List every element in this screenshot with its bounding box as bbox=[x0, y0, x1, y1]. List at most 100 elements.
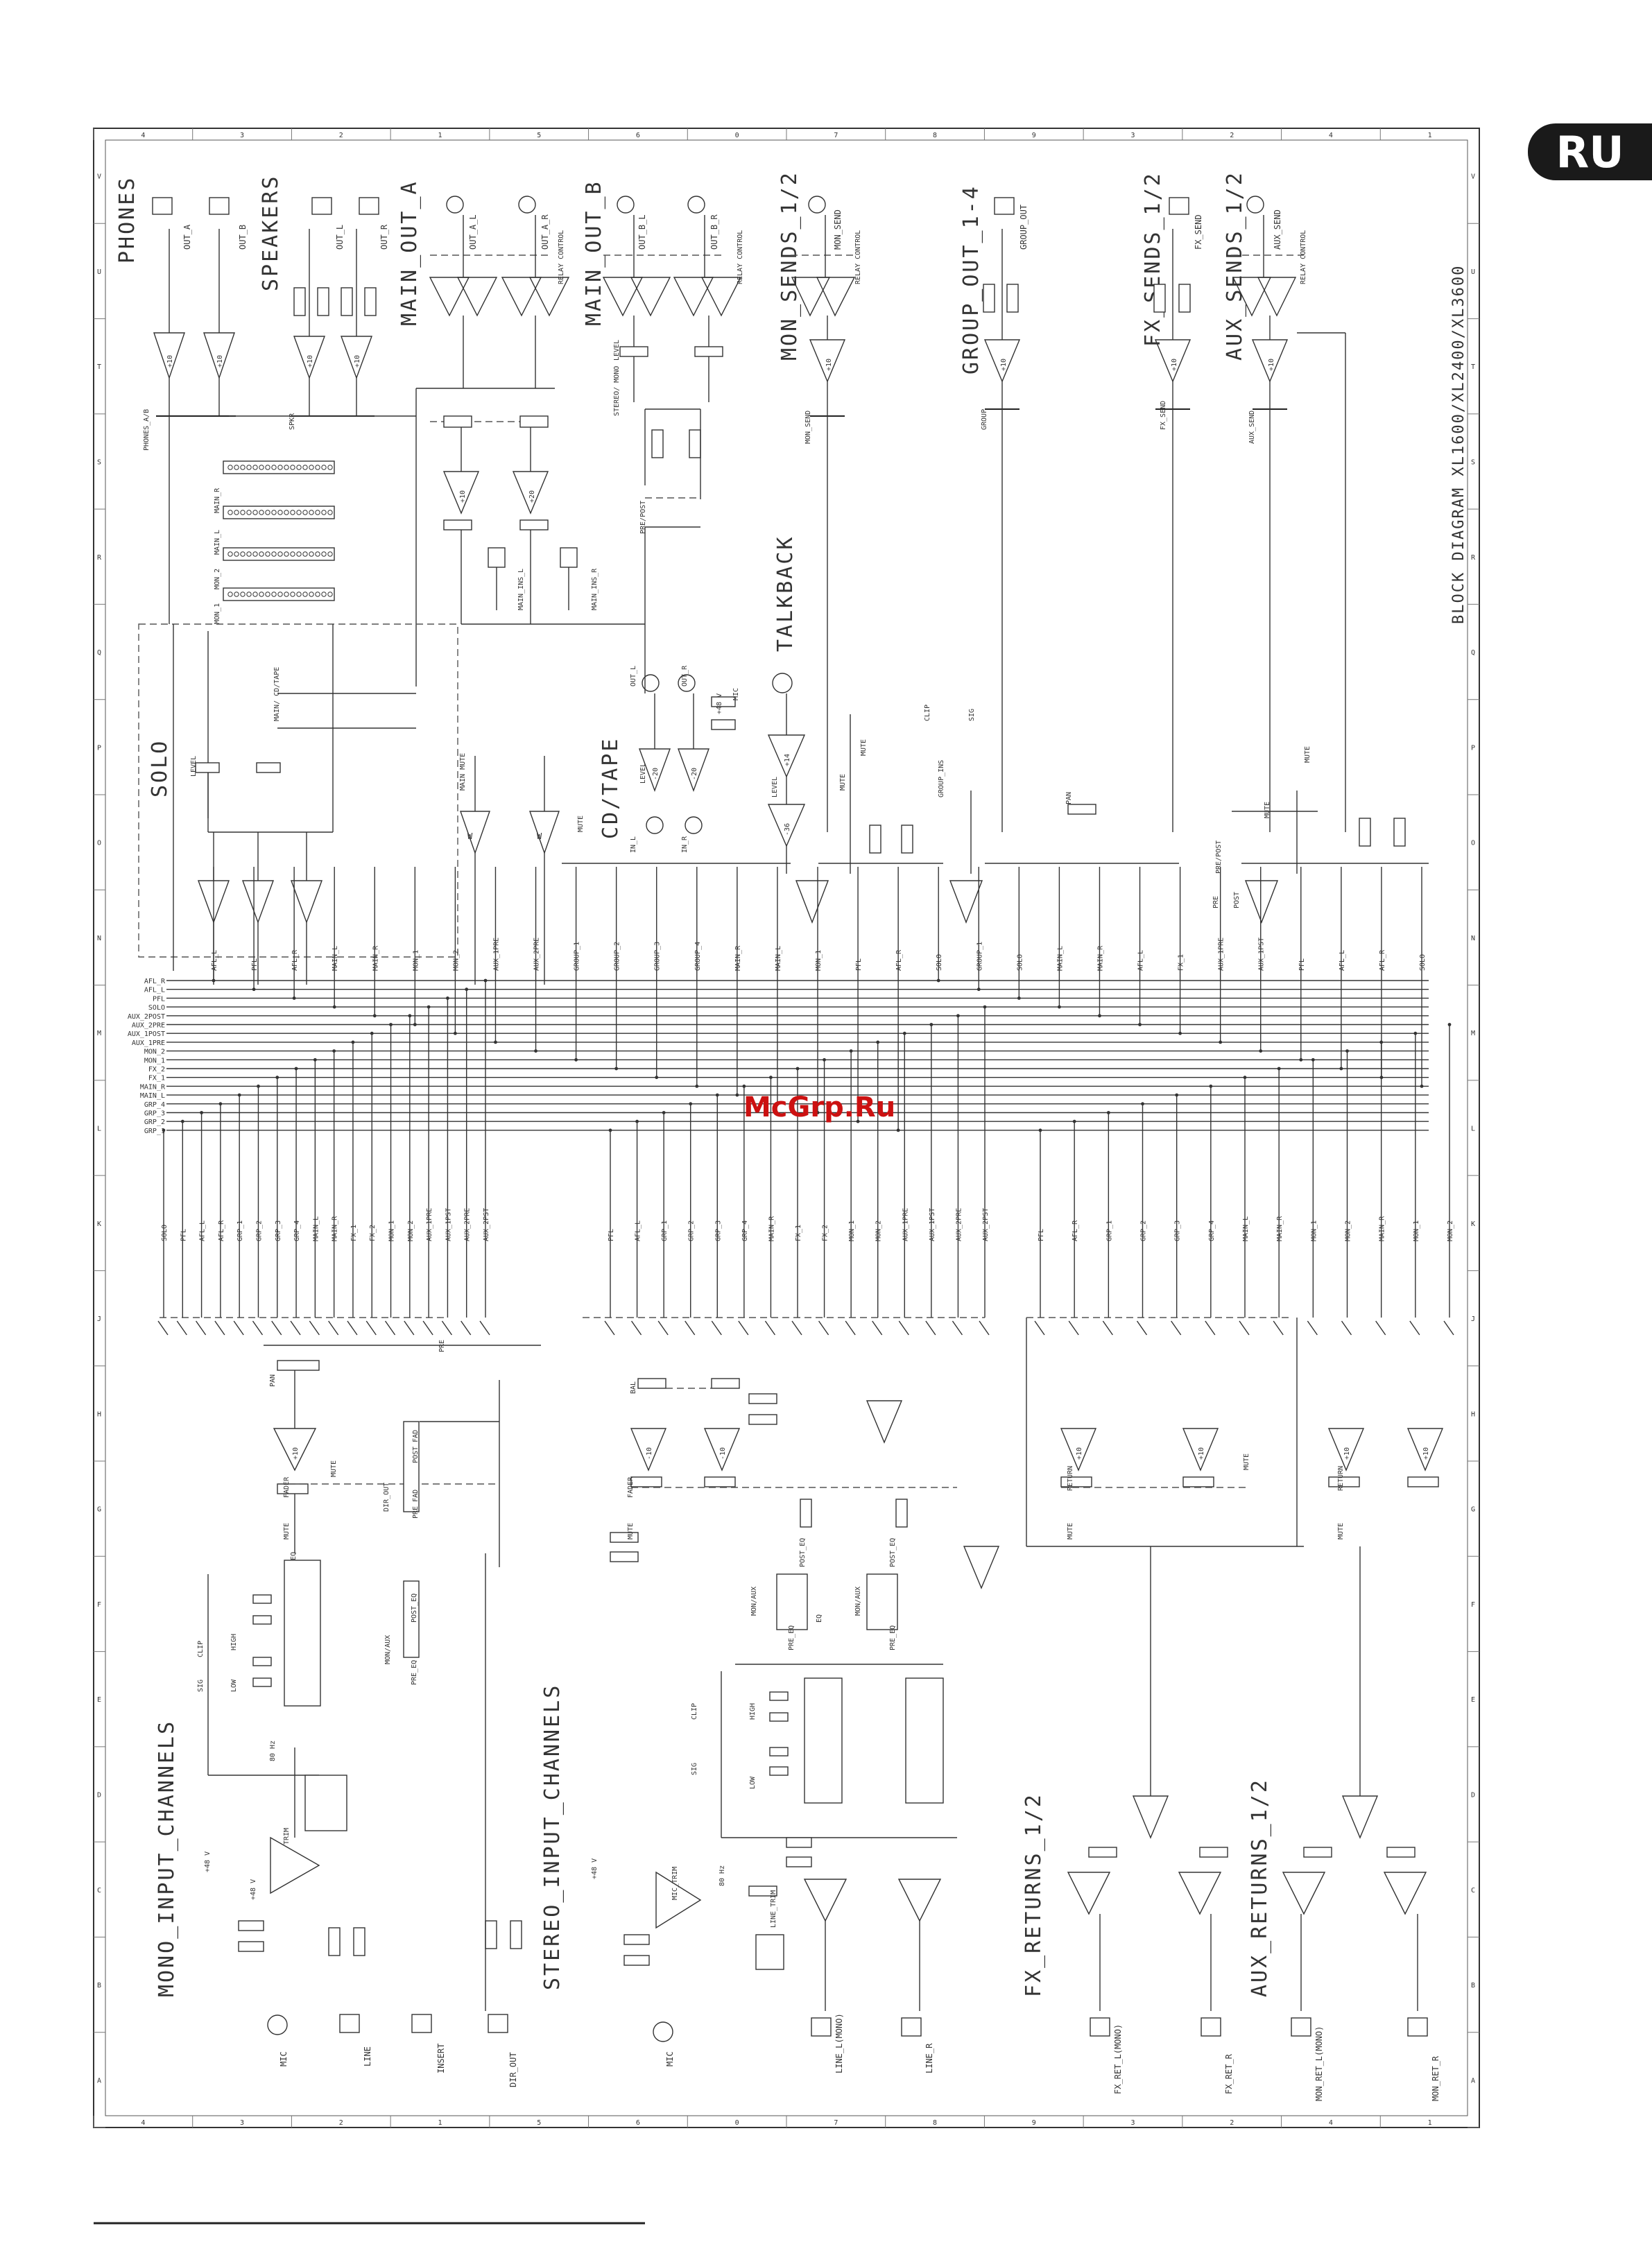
grid-column-label: 7 bbox=[834, 2119, 838, 2127]
grid-row-label: L bbox=[97, 1125, 101, 1133]
tap-switch bbox=[925, 1320, 936, 1336]
svg-text:PRE_EQ: PRE_EQ bbox=[788, 1625, 795, 1650]
tap-node bbox=[635, 1119, 639, 1123]
tap-switch bbox=[290, 1320, 301, 1336]
grid-row-label: P bbox=[1471, 744, 1475, 752]
title-group-out: GROUP_OUT_1-4 bbox=[959, 184, 983, 374]
led-dot bbox=[227, 551, 233, 557]
tap-switch bbox=[157, 1320, 169, 1336]
grid-column-label: 2 bbox=[339, 2119, 343, 2127]
led-dot bbox=[302, 551, 308, 557]
tap-node bbox=[162, 1128, 166, 1132]
svg-text:RELAY CONTROL: RELAY CONTROL bbox=[854, 230, 862, 284]
led-dot bbox=[327, 510, 333, 515]
led-dot bbox=[277, 510, 283, 515]
svg-text:RETURN: RETURN bbox=[1067, 1466, 1074, 1491]
tap-node bbox=[1098, 1014, 1101, 1018]
tap-switch bbox=[422, 1320, 433, 1336]
top-tap-label: AUX_1PRE bbox=[1218, 938, 1225, 971]
led-dot bbox=[309, 510, 314, 515]
grid-ticks bbox=[93, 128, 1479, 2128]
grid-column-label: 5 bbox=[537, 132, 541, 139]
svg-text:STEREO/ MONO: STEREO/ MONO bbox=[613, 366, 621, 416]
tap-switch bbox=[1375, 1320, 1386, 1336]
lower-tap-label: MON_1 bbox=[1413, 1220, 1420, 1241]
led-dot bbox=[259, 465, 264, 470]
tap-switch bbox=[1409, 1320, 1420, 1336]
led-dot bbox=[321, 465, 327, 470]
svg-text:AUX_SEND: AUX_SEND bbox=[1248, 411, 1256, 444]
grid-column-label: 2 bbox=[339, 132, 343, 139]
lower-tap-label: MON_2 bbox=[407, 1220, 415, 1241]
tap-switch bbox=[872, 1320, 883, 1336]
led-dot bbox=[252, 465, 258, 470]
svg-text:CLIP: CLIP bbox=[691, 1703, 698, 1720]
tap-node bbox=[1243, 1076, 1247, 1080]
tap-node bbox=[389, 1023, 393, 1026]
tap-switch bbox=[347, 1320, 358, 1336]
svg-text:MAIN_L: MAIN_L bbox=[214, 530, 221, 555]
tap-switch bbox=[604, 1320, 615, 1336]
tap-node bbox=[1379, 1040, 1384, 1044]
grid-row-label: R bbox=[97, 554, 102, 562]
lower-tap-label: AFL_R bbox=[218, 1220, 225, 1241]
tap-node bbox=[735, 1093, 739, 1097]
grid-row-label: A bbox=[97, 2077, 101, 2085]
svg-text:+14: +14 bbox=[784, 754, 791, 766]
tap-switch bbox=[271, 1320, 282, 1336]
grid-row-label: G bbox=[97, 1506, 101, 1514]
grid-row-label: B bbox=[97, 1982, 101, 1990]
led-dot bbox=[302, 592, 308, 597]
lower-tap-label: GRP_3 bbox=[714, 1220, 722, 1241]
grid-column-label: 9 bbox=[1032, 132, 1036, 139]
bus-label-aux_1post: AUX_1POST bbox=[128, 1030, 165, 1038]
grid-column-label: 8 bbox=[933, 2119, 937, 2127]
bus-label-fx_2: FX_2 bbox=[148, 1066, 165, 1073]
svg-text:POST_FAD: POST_FAD bbox=[412, 1430, 420, 1463]
bus-labels: AFL_RAFL_LPFLSOLOAUX_2POSTAUX_2PREAUX_1P… bbox=[128, 978, 166, 1135]
grid-row-label: S bbox=[1471, 459, 1475, 467]
led-dot bbox=[327, 465, 333, 470]
svg-text:PRE/POST: PRE/POST bbox=[639, 501, 647, 534]
svg-text:MON/AUX: MON/AUX bbox=[854, 1587, 862, 1616]
svg-text:+10: +10 bbox=[292, 1447, 300, 1460]
label-group-out: GROUP_OUT bbox=[1019, 205, 1029, 250]
led-dot bbox=[296, 551, 302, 557]
led-dot bbox=[315, 592, 320, 597]
svg-text:MON_2: MON_2 bbox=[214, 569, 221, 589]
grid-row-label: K bbox=[1471, 1220, 1475, 1228]
led-dot bbox=[302, 465, 308, 470]
lower-tap-label: AUX_2PST bbox=[982, 1208, 990, 1241]
tap-node bbox=[769, 1076, 773, 1080]
svg-text:MON_1: MON_1 bbox=[214, 603, 221, 624]
svg-text:PHONES_A/B: PHONES_A/B bbox=[143, 409, 150, 451]
tap-node bbox=[662, 1111, 666, 1114]
top-tap-label: AUX_1PRE bbox=[492, 938, 500, 971]
lower-tap-label: MON_2 bbox=[1345, 1220, 1352, 1241]
svg-text:-10: -10 bbox=[719, 1447, 727, 1460]
led-dot bbox=[284, 510, 289, 515]
top-tap-label: PFL bbox=[1298, 958, 1306, 971]
led-dot bbox=[296, 465, 302, 470]
lower-tap-label: AUX_2PRE bbox=[955, 1208, 963, 1241]
title-mono-input: MONO_INPUT_CHANNELS bbox=[155, 1720, 179, 1997]
svg-text:SIG: SIG bbox=[968, 709, 976, 721]
top-tap-label: FX_1 bbox=[1178, 954, 1185, 971]
svg-text:EQ: EQ bbox=[290, 1552, 298, 1560]
led-dot bbox=[246, 510, 252, 515]
main-out-a-section bbox=[415, 196, 645, 687]
lower-tap-label: AUX_1PRE bbox=[902, 1208, 909, 1241]
grid-column-label: 3 bbox=[240, 2119, 244, 2127]
grid-row-label: E bbox=[97, 1696, 101, 1704]
led-dot bbox=[321, 510, 327, 515]
title-aux-returns: AUX_RETURNS_1/2 bbox=[1248, 1778, 1272, 1997]
svg-text:CLIP: CLIP bbox=[197, 1641, 205, 1657]
grid-column-label: 1 bbox=[1428, 132, 1432, 139]
title-aux-sends: AUX_SENDS_1/2 bbox=[1223, 171, 1247, 361]
grid-row-label: H bbox=[97, 1410, 101, 1418]
top-tap-label: AUX_2PRE bbox=[533, 938, 541, 971]
tap-switch bbox=[196, 1320, 207, 1336]
